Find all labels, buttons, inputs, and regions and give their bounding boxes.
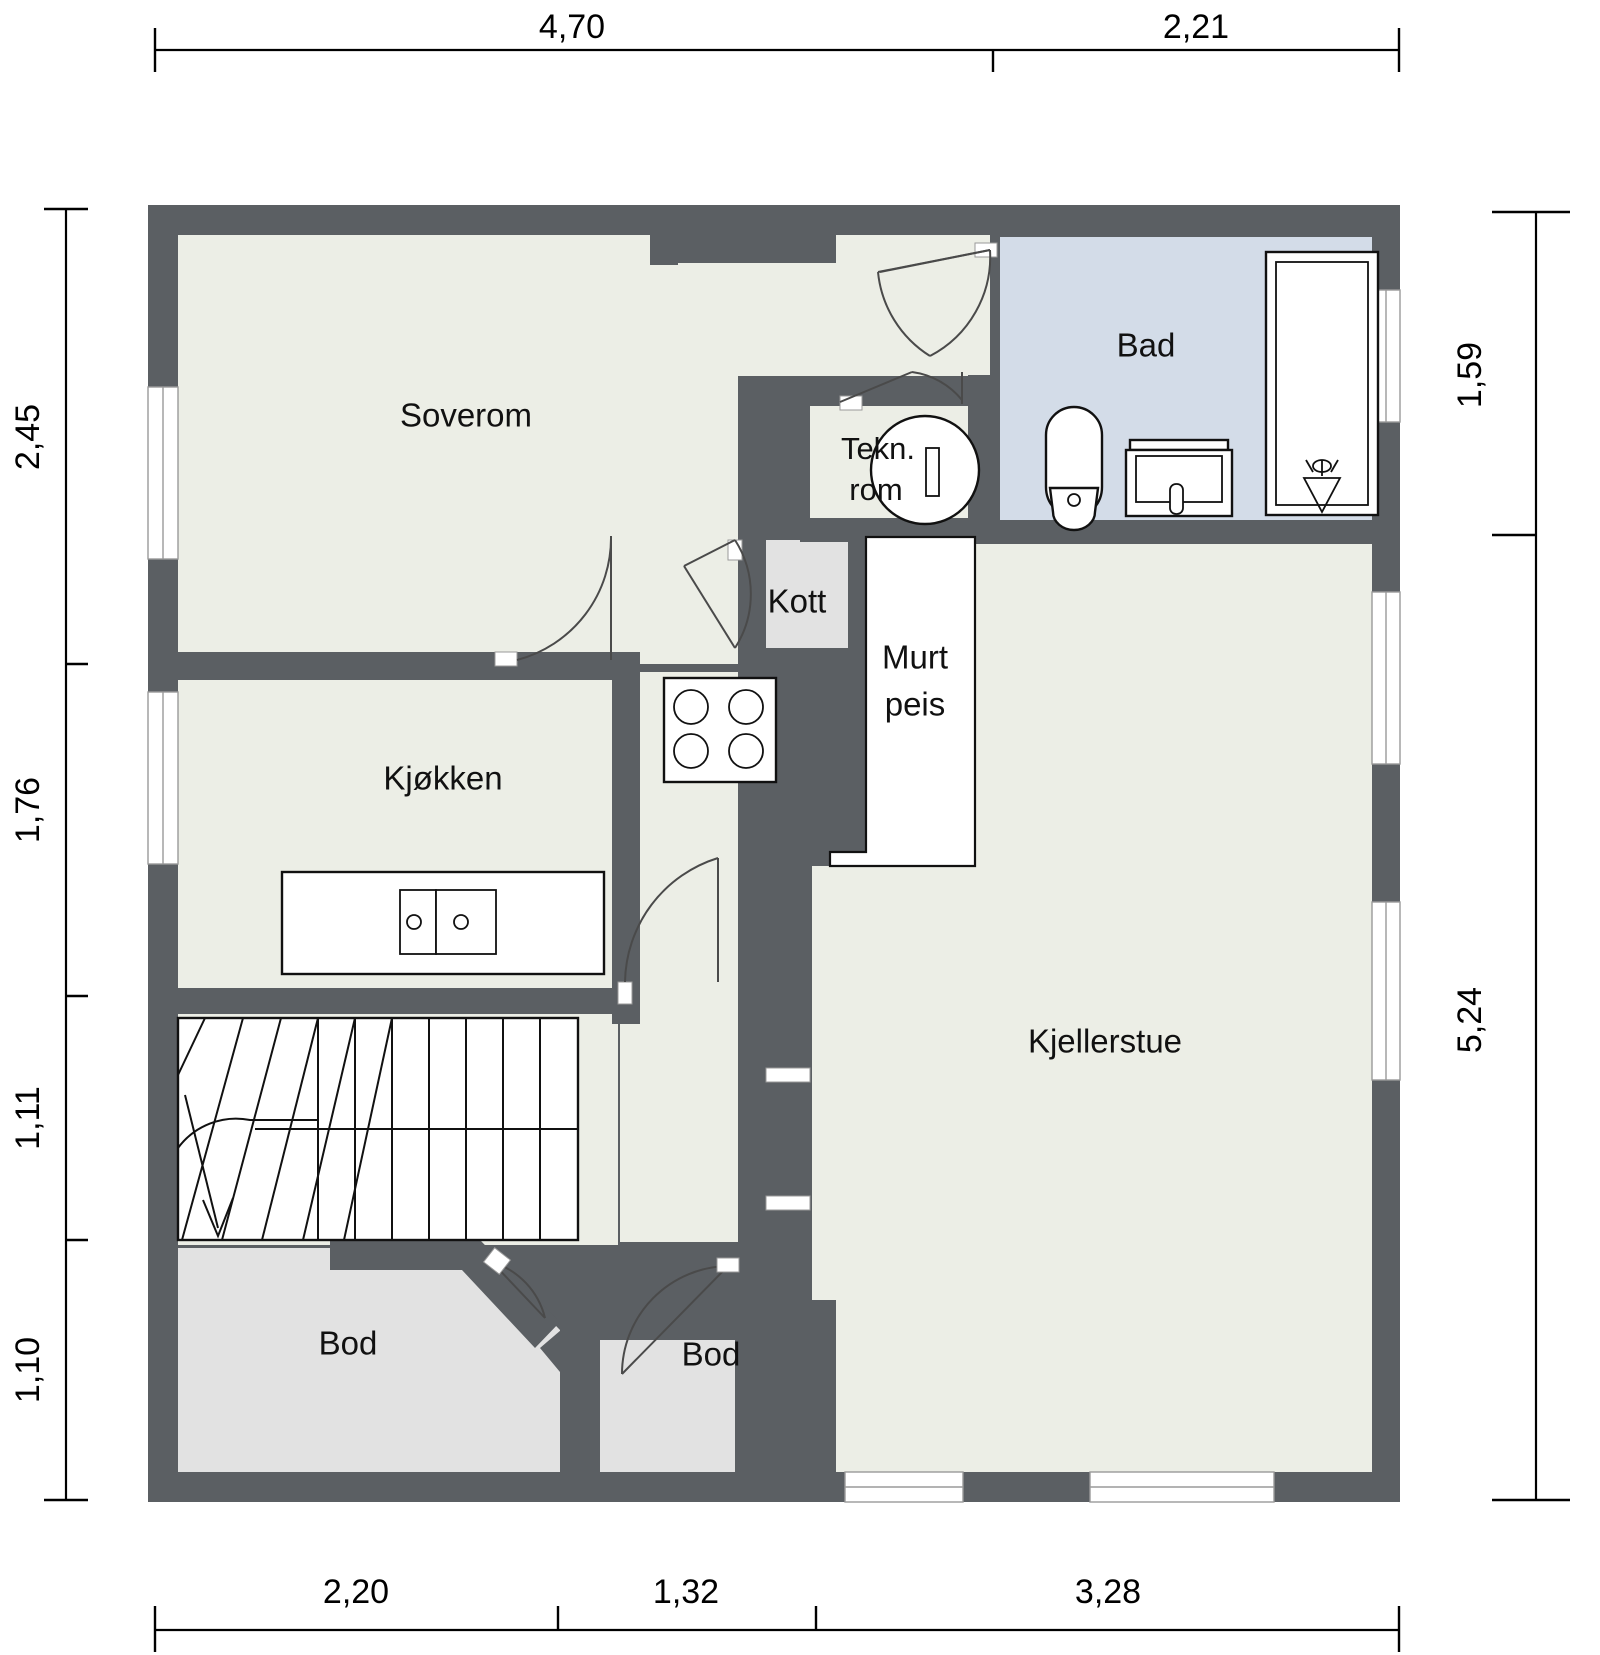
room-label-bod-right: Bod: [682, 1336, 741, 1373]
dim-left-2: 1,76: [9, 777, 47, 843]
toilet-fixture: [1044, 405, 1104, 532]
room-label-soverom: Soverom: [400, 397, 532, 434]
dim-left-3: 1,11: [9, 1086, 47, 1150]
room-label-bod-left: Bod: [319, 1325, 378, 1362]
dimension-top: 4,70 2,21: [153, 8, 1401, 72]
door-kjokken: [617, 857, 719, 1005]
floor-hall: [620, 672, 738, 1242]
room-label-kjokken: Kjøkken: [383, 760, 502, 797]
dim-top-1: 4,70: [539, 8, 605, 46]
room-label-murtpeis-1: Murt: [882, 639, 948, 676]
door-bod-right: [621, 1257, 740, 1375]
room-label-murtpeis-2: peis: [885, 686, 946, 723]
floor-soverom: [178, 235, 990, 664]
window-right-upper: [1371, 591, 1401, 765]
window-bottom-left: [844, 1471, 964, 1503]
masonry-fireplace: [828, 535, 977, 868]
room-label-kott: Kott: [768, 583, 827, 620]
room-label-kjellerstue: Kjellerstue: [1028, 1023, 1182, 1060]
door-soverom: [494, 535, 613, 667]
shower-fixture: [1264, 250, 1380, 517]
windows: [147, 289, 1401, 1503]
fixtures: [176, 250, 1380, 1242]
door-teknrom: [839, 371, 963, 411]
window-bottom-right: [1089, 1471, 1275, 1503]
door-bod-left: [482, 1247, 546, 1319]
dim-bottom-3: 3,28: [1075, 1573, 1141, 1611]
dim-bottom-2: 1,32: [653, 1573, 719, 1611]
stovetop-fixture: [662, 676, 778, 784]
kitchen-sink-fixture: [280, 870, 606, 976]
window-left-lower: [147, 691, 179, 865]
dim-bottom-1: 2,20: [323, 1573, 389, 1611]
dim-left-4: 1,10: [9, 1337, 47, 1403]
door-kott: [683, 539, 752, 649]
door-kjellerstue-lower: [765, 1195, 811, 1211]
dimension-bottom: 2,20 1,32 3,28: [153, 1573, 1401, 1652]
water-heater-fixture: [869, 414, 981, 526]
floor-drain-icon: [1302, 459, 1342, 514]
room-label-bad: Bad: [1117, 327, 1176, 364]
room-label-teknrom-1: Tekn.: [841, 431, 915, 466]
room-label-teknrom-2: rom: [849, 472, 902, 507]
window-left-upper: [147, 386, 179, 560]
window-right-lower: [1371, 901, 1401, 1081]
bathroom-sink-fixture: [1124, 438, 1234, 518]
dim-left-1: 2,45: [9, 404, 47, 470]
dim-right-2: 5,24: [1451, 987, 1489, 1053]
dimension-left: 2,45 1,76 1,11 1,10: [9, 207, 88, 1502]
dim-top-2: 2,21: [1163, 8, 1229, 46]
door-kjellerstue-upper: [765, 1067, 811, 1083]
dim-right-1: 1,59: [1451, 342, 1489, 408]
doors: [482, 242, 998, 1375]
door-bad: [877, 242, 998, 357]
staircase: [176, 1016, 580, 1242]
floor-bod-left: [178, 1248, 560, 1472]
room-labels: Soverom Kjøkken Bad Tekn. rom Kott Murt …: [319, 327, 1182, 1373]
dimension-right: 1,59 5,24: [1451, 210, 1570, 1502]
